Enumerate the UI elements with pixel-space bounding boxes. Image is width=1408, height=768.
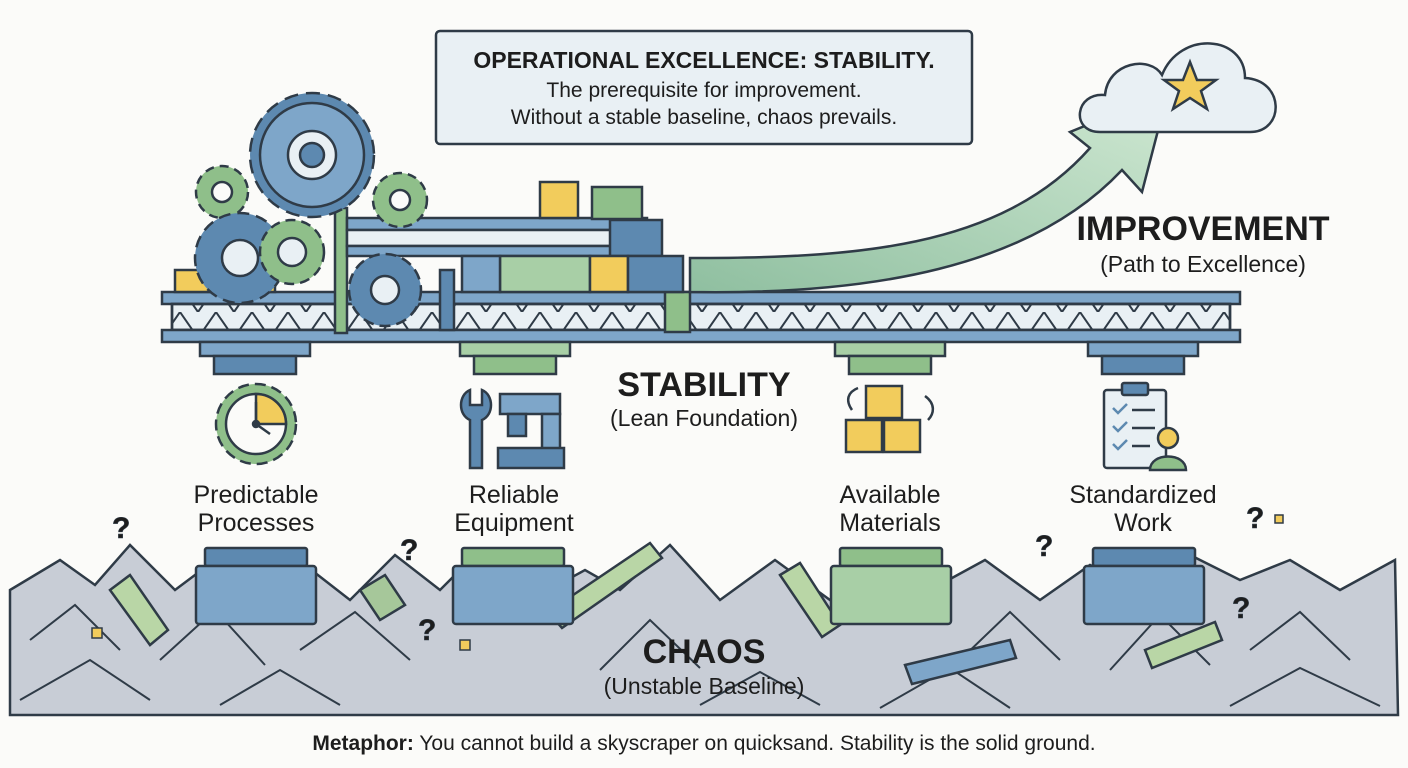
pillar-3-label-line-1: Available [839, 481, 940, 509]
stability-title: STABILITY [617, 366, 790, 404]
gears-icon [193, 91, 429, 328]
bridge-stability-platform [160, 206, 1242, 376]
boxes-icon [844, 384, 935, 454]
question-mark-icon: ? [112, 512, 130, 545]
question-mark-icon: ? [1246, 502, 1264, 535]
checklist-worker-icon [1102, 381, 1188, 472]
question-mark-icon: ? [1035, 530, 1053, 563]
header-line-1: The prerequisite for improvement. [546, 79, 861, 102]
footer-label: Metaphor: [312, 732, 414, 755]
header-title: OPERATIONAL EXCELLENCE: STABILITY. [473, 47, 934, 73]
footer-metaphor: Metaphor: You cannot build a skyscraper … [312, 732, 1095, 755]
pillar-2-label-line-2: Equipment [454, 509, 574, 537]
pillar-footings [194, 546, 1206, 626]
cloud-star-icon [1078, 42, 1277, 134]
pillar-3-label-line-2: Materials [839, 509, 940, 537]
chaos-title: CHAOS [643, 633, 766, 671]
header-callout: OPERATIONAL EXCELLENCE: STABILITY. The p… [434, 29, 974, 146]
pillar-labels: Predictable Processes Reliable Equipment… [193, 481, 1216, 537]
improvement-title: IMPROVEMENT [1076, 210, 1329, 248]
footer-text: You cannot build a skyscraper on quicksa… [414, 732, 1096, 755]
chaos-rubble: ? ? ? ? ? ? [8, 502, 1400, 717]
header-line-2: Without a stable baseline, chaos prevail… [511, 106, 897, 129]
question-mark-icon: ? [418, 614, 436, 647]
gear-clock-icon [214, 382, 298, 466]
pillar-4-label-line-2: Work [1114, 509, 1172, 537]
chaos-label: CHAOS (Unstable Baseline) [604, 633, 805, 699]
chaos-subtitle: (Unstable Baseline) [604, 673, 805, 699]
improvement-label: IMPROVEMENT (Path to Excellence) [1076, 210, 1329, 277]
question-mark-icon: ? [400, 534, 418, 567]
pillar-1-label-line-2: Processes [198, 509, 315, 537]
stability-label: STABILITY (Lean Foundation) [610, 366, 798, 431]
pillar-1-label-line-1: Predictable [193, 481, 318, 509]
pillar-4-label-line-1: Standardized [1069, 481, 1216, 509]
stability-subtitle: (Lean Foundation) [610, 405, 798, 431]
improvement-subtitle: (Path to Excellence) [1100, 251, 1306, 277]
wrench-machine-icon [459, 388, 566, 470]
pillar-2-label-line-1: Reliable [469, 481, 559, 509]
question-mark-icon: ? [1232, 592, 1250, 625]
